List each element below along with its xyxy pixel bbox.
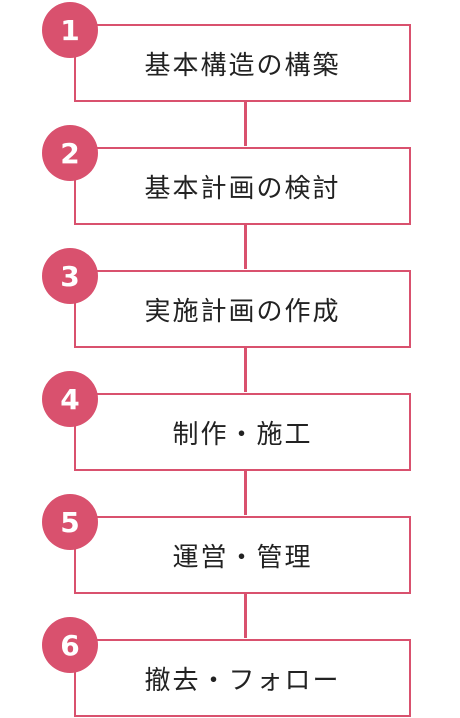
step-box-2: 基本計画の検討 — [74, 147, 411, 225]
step-label: 基本計画の検討 — [144, 173, 341, 204]
step-box-6: 撤去・フォロー — [74, 639, 411, 717]
step-number-badge-3: 3 — [42, 248, 98, 304]
step-label: 撤去・フォロー — [144, 665, 341, 696]
step-box-4: 制作・施工 — [74, 393, 411, 471]
step-number-badge-6: 6 — [42, 617, 98, 673]
step-label: 運営・管理 — [172, 542, 313, 573]
step-number-badge-2: 2 — [42, 125, 98, 181]
step-number-badge-1: 1 — [42, 2, 98, 58]
connector-3-4 — [244, 348, 247, 392]
step-label: 実施計画の作成 — [144, 296, 341, 327]
connector-4-5 — [244, 471, 247, 515]
connector-5-6 — [244, 594, 247, 638]
step-box-3: 実施計画の作成 — [74, 270, 411, 348]
connector-2-3 — [244, 225, 247, 269]
step-number-badge-4: 4 — [42, 371, 98, 427]
step-label: 制作・施工 — [172, 419, 313, 450]
step-box-1: 基本構造の構築 — [74, 24, 411, 102]
connector-1-2 — [244, 102, 247, 146]
step-label: 基本構造の構築 — [144, 50, 341, 81]
step-box-5: 運営・管理 — [74, 516, 411, 594]
step-number-badge-5: 5 — [42, 494, 98, 550]
